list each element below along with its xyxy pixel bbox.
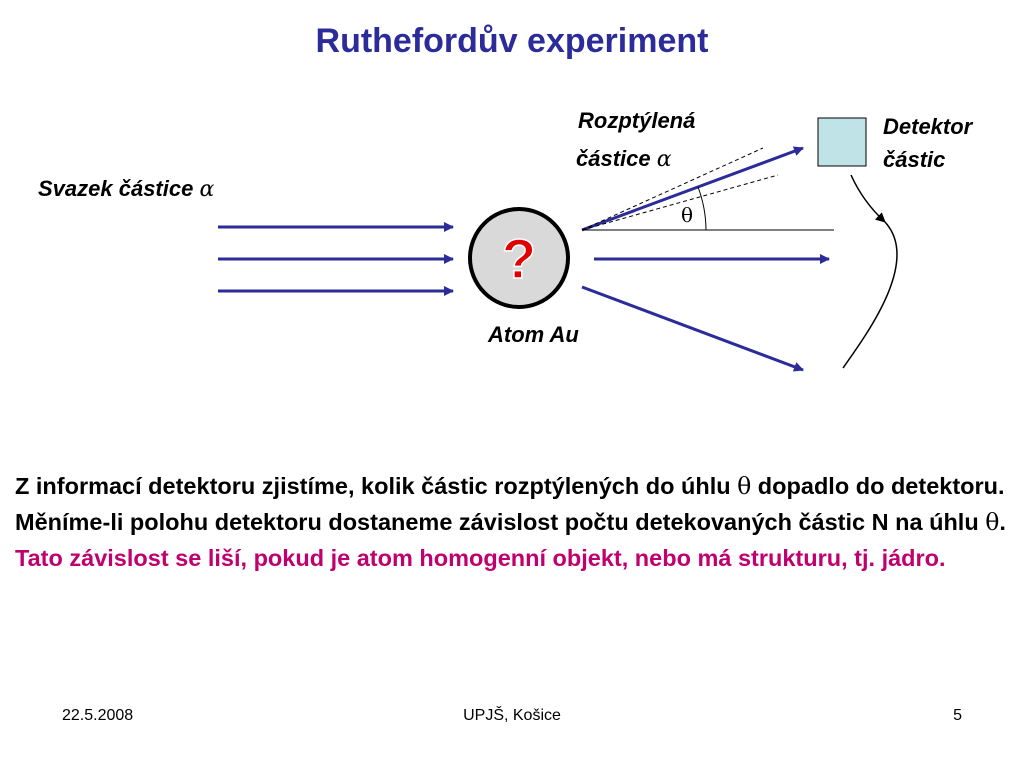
detector-label-line1: Detektor bbox=[883, 114, 973, 139]
explanation-paragraph: Z informací detektoru zjistíme, kolik čá… bbox=[15, 472, 1006, 571]
scattered-label-line1: Rozptýlená bbox=[578, 108, 696, 133]
footer-institution: UPJŠ, Košice bbox=[463, 707, 561, 724]
alpha-symbol: α bbox=[199, 177, 215, 202]
footer-page-number: 5 bbox=[953, 707, 962, 724]
cone-dashed-line-lower bbox=[581, 174, 779, 231]
atom-label: Atom Au bbox=[488, 322, 579, 347]
footer-date: 22.5.2008 bbox=[62, 707, 134, 724]
beam-label: Svazek částice α bbox=[38, 176, 215, 202]
angle-arc bbox=[697, 186, 707, 231]
atom-circle bbox=[468, 207, 570, 309]
theta-angle-label: θ bbox=[681, 203, 694, 227]
scattered-arrow-up bbox=[581, 146, 804, 232]
detector-label-line2: částic bbox=[883, 147, 946, 172]
alpha-symbol-scattered: α bbox=[656, 147, 672, 172]
theta-symbol-inline-1: θ bbox=[737, 472, 752, 500]
highlighted-conclusion: Tato závislost se liší, pokud je atom ho… bbox=[15, 545, 946, 571]
scattered-label-line2: částice α bbox=[576, 146, 672, 172]
scattered-arrow-down bbox=[581, 285, 804, 372]
cone-dashed-line-upper bbox=[581, 147, 764, 231]
rutherford-diagram: ? bbox=[218, 117, 898, 372]
theta-symbol-inline-2: θ bbox=[985, 508, 1000, 536]
detector-box bbox=[817, 117, 867, 167]
detector-motion-arc bbox=[842, 221, 898, 369]
atom-question-mark: ? bbox=[502, 227, 536, 290]
detector-motion-path bbox=[850, 174, 886, 223]
slide-title: Ruthefordův experiment bbox=[315, 22, 709, 60]
